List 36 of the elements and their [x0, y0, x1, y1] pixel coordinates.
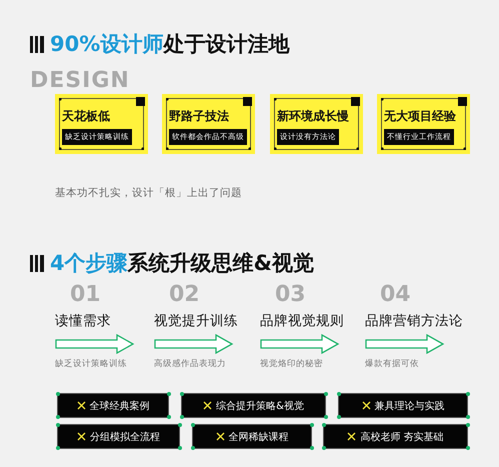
caption-text: 基本功不扎实，设计「根」上出了问题 — [55, 186, 242, 200]
tag-text: 全网稀缺课程 — [228, 430, 288, 444]
step-number: 03 — [275, 282, 306, 307]
step-title: 品牌视觉规则 — [260, 312, 344, 330]
feature-tag — [338, 393, 468, 418]
problem-card — [270, 94, 363, 154]
tag-text: 分组模拟全流程 — [90, 430, 160, 444]
card-title: 野路子技法 — [169, 108, 229, 125]
tag-text: 全球经典案例 — [90, 400, 150, 412]
problem-card — [162, 94, 255, 154]
card-title: 无大项目经验 — [384, 108, 456, 125]
feature-tag — [57, 424, 180, 449]
feature-tag — [323, 424, 468, 449]
problem-card — [55, 94, 148, 154]
step-title: 品牌营销方法论 — [365, 312, 463, 330]
step-title: 视觉提升训练 — [154, 312, 238, 330]
tag-text: 兼具理论与实践 — [374, 400, 444, 412]
card-title: 新环境成长慢 — [277, 108, 349, 125]
heading: 4个步骤系统升级思维&视觉 — [50, 250, 314, 276]
step-caption: 缺乏设计策略训练 — [55, 358, 127, 370]
card-title: 天花板低 — [62, 108, 110, 125]
step-title: 读懂需求 — [55, 312, 111, 330]
tag-text: 高校老师 夯实基础 — [360, 430, 444, 444]
step-caption: 高级感作品表现力 — [154, 358, 226, 370]
background-text: DESIGN — [30, 68, 130, 93]
feature-tag — [57, 393, 169, 418]
feature-tag — [181, 393, 326, 418]
heading: 90%设计师处于设计洼地 — [50, 31, 290, 57]
step-number: 02 — [169, 282, 200, 307]
feature-tag — [192, 424, 312, 449]
problem-card — [377, 94, 470, 154]
tag-text: 综合提升策略&视觉 — [216, 400, 304, 412]
step-caption: 爆款有据可依 — [365, 358, 419, 370]
step-number: 04 — [380, 282, 411, 307]
step-number: 01 — [70, 282, 101, 307]
step-caption: 视觉烙印的秘密 — [260, 358, 323, 370]
